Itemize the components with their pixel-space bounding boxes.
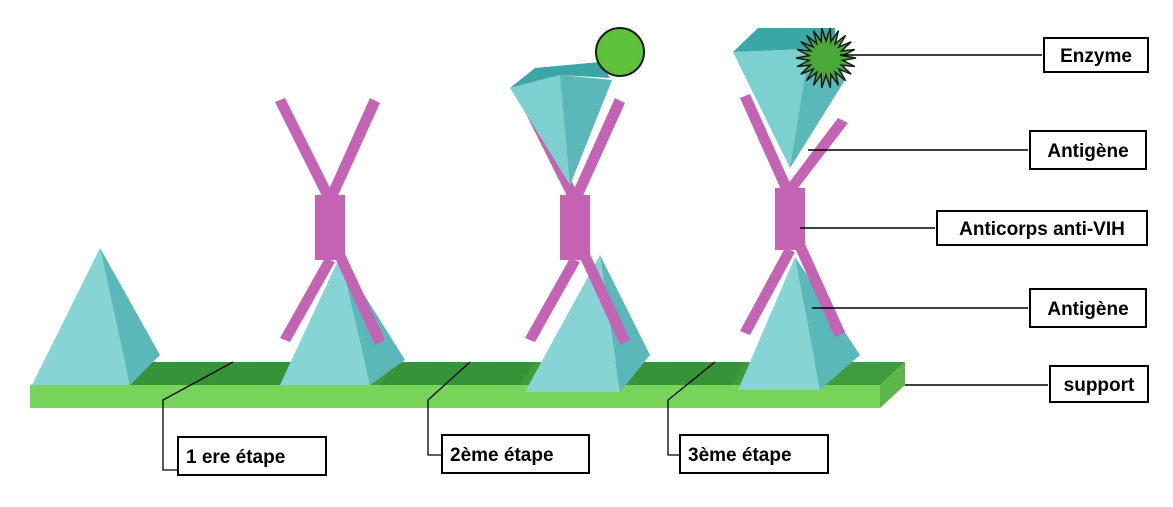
label-antigen-bottom-text: Antigène [1047,299,1128,320]
step-label-2: 2ème étape [442,435,589,473]
step-label-3: 3ème étape [680,435,828,473]
label-support: support [1050,366,1148,402]
step-label-3-text: 3ème étape [688,445,792,466]
label-antibody-text: Anticorps anti-VIH [959,219,1125,240]
antigen-step1 [32,248,160,385]
step-label-1: 1 ere étape [178,437,326,475]
step-label-1-text: 1 ere étape [186,447,285,468]
label-antibody: Anticorps anti-VIH [937,211,1147,245]
antigen-step4 [738,257,860,390]
step-label-2-text: 2ème étape [450,445,554,466]
label-antigen-bottom: Antigène [1030,289,1146,327]
label-antigen-top-text: Antigène [1047,141,1128,162]
label-antigen-top: Antigène [1030,131,1146,169]
enzyme-plain [596,28,644,76]
label-enzyme: Enzyme [1044,38,1148,72]
label-support-text: support [1064,375,1135,396]
top-antigen-step2 [510,62,612,185]
label-enzyme-text: Enzyme [1060,46,1132,67]
